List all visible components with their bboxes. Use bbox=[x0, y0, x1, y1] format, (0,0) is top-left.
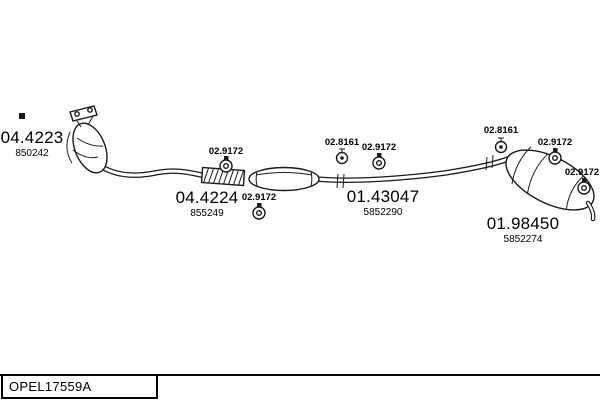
callout-hanger-1: 02.9172 bbox=[208, 146, 244, 157]
middle-silencer bbox=[248, 166, 320, 192]
callout-hanger-3: 02.9172 bbox=[361, 142, 397, 153]
part-number: 04.4224 bbox=[175, 188, 239, 207]
part-ref: 5852274 bbox=[503, 233, 543, 245]
callout-hanger-4: 02.9172 bbox=[537, 137, 573, 148]
part-number: 01.43047 bbox=[346, 187, 420, 206]
clamp-icon bbox=[494, 137, 508, 154]
code-box: OPEL17559A bbox=[1, 374, 158, 399]
footer-rule bbox=[0, 374, 600, 376]
catalytic-converter bbox=[66, 105, 108, 174]
hanger-icon bbox=[252, 203, 266, 220]
pipe-joint-front bbox=[336, 173, 345, 189]
hanger-icon bbox=[548, 148, 562, 165]
diagram-code: OPEL17559A bbox=[9, 379, 92, 394]
callout-hanger-2: 02.9172 bbox=[241, 192, 277, 203]
fastener-marker bbox=[19, 113, 25, 119]
part-number: 04.4223 bbox=[0, 128, 64, 147]
part-ref: 855249 bbox=[190, 207, 224, 219]
part-label-front-pipe: 04.4224 855249 bbox=[166, 189, 248, 219]
callout-hanger-5: 02.9172 bbox=[564, 167, 600, 178]
callout-clamp-1: 02.8161 bbox=[324, 137, 360, 148]
pipe-joint-rear bbox=[485, 154, 494, 171]
clamp-icon bbox=[335, 148, 349, 165]
hanger-icon bbox=[219, 156, 233, 173]
front-pipe bbox=[96, 162, 209, 179]
hanger-icon bbox=[577, 178, 591, 195]
part-number: 01.98450 bbox=[486, 214, 560, 233]
part-label-catalyst: 04.4223 850242 bbox=[0, 129, 64, 159]
part-label-rear-muffler: 01.98450 5852274 bbox=[477, 215, 569, 245]
callout-clamp-2: 02.8161 bbox=[483, 125, 519, 136]
intermediate-pipe bbox=[313, 156, 511, 183]
part-label-intermediate-pipe: 01.43047 5852290 bbox=[337, 188, 429, 218]
part-ref: 850242 bbox=[15, 147, 49, 159]
part-ref: 5852290 bbox=[363, 206, 403, 218]
hanger-icon bbox=[372, 153, 386, 170]
